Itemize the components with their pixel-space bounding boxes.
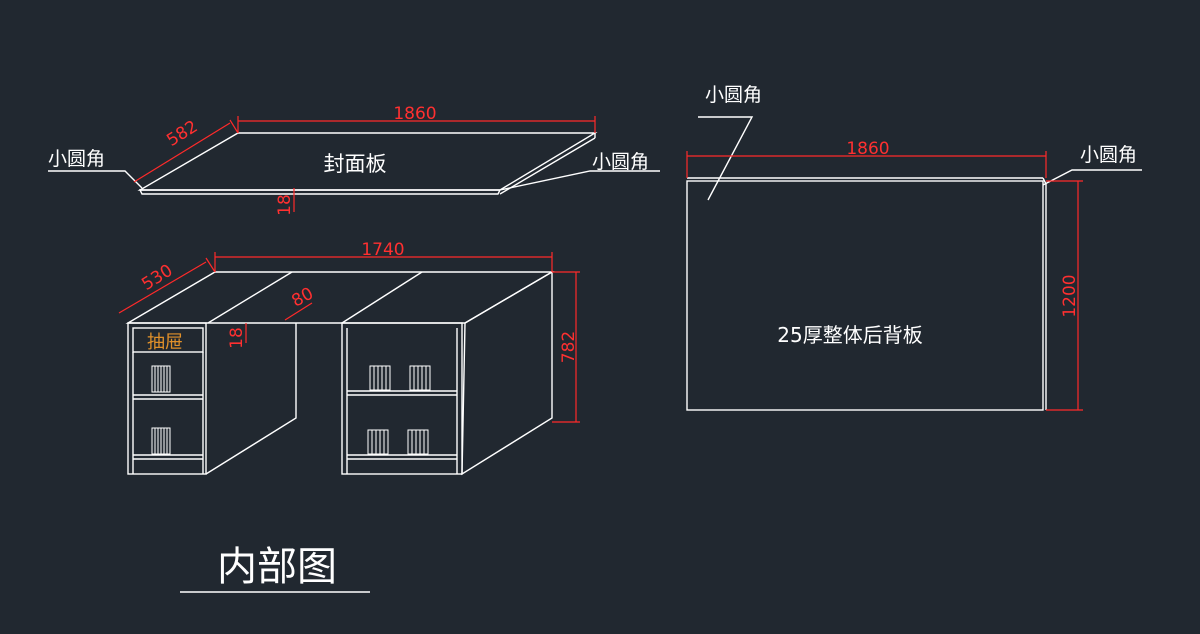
dim-cabinet-gap: 80 [288,284,316,312]
corner-note-left: 小圆角 [48,148,105,170]
dim-cabinet-board: 18 [227,327,247,349]
cabinet [125,270,555,476]
drawer-front [132,327,204,353]
dim-line-gap [284,302,313,321]
dim-line-cabinet-depth [118,261,207,314]
top-panel-dimensions [133,116,596,212]
dim-back-height: 1200 [1060,274,1080,317]
cabinet-top-face [125,271,555,324]
books-icon-right-3 [367,429,389,455]
books-icon-right-1 [369,365,391,391]
back-panel-dimensions [686,151,1083,411]
cabinet-right-side [461,270,553,476]
dim-cabinet-height: 782 [559,331,579,363]
leader-corner-right [499,170,660,191]
dim-top-thickness: 18 [275,194,295,216]
top-panel-edge-right-lower [499,137,596,195]
top-panel-label: 封面板 [324,152,387,176]
left-pedestal-side [205,323,297,475]
dim-cabinet-width: 1740 [361,240,404,260]
books-icon-left-1 [151,365,171,393]
books-icon [151,365,431,455]
dim-top-depth: 582 [163,117,201,151]
books-icon-right-2 [409,365,431,391]
top-panel [48,132,660,195]
corner-note-top: 小圆角 [705,84,762,106]
drawing-title: 内部图 [217,544,337,590]
dim-top-width: 1860 [393,104,436,124]
right-pedestal [341,322,463,475]
leader-corner-topright [1042,169,1142,186]
left-pedestal [127,322,207,475]
cabinet-dimensions [118,252,580,423]
leader-corner-top [698,116,754,201]
top-panel-edge [138,189,502,195]
dim-back-width: 1860 [846,139,889,159]
dim-line-top-depth [133,122,231,183]
corner-note-topright: 小圆角 [1080,144,1137,166]
back-panel-label: 25厚整体后背板 [777,323,922,347]
dim-cabinet-depth: 530 [138,261,176,295]
corner-note-right: 小圆角 [592,151,649,173]
drawer-label: 抽屉 [147,332,183,353]
back-panel [686,116,1142,411]
books-icon-left-2 [151,427,171,455]
books-icon-right-4 [407,429,429,455]
back-panel-face [686,180,1044,411]
leader-corner-left [48,170,143,189]
